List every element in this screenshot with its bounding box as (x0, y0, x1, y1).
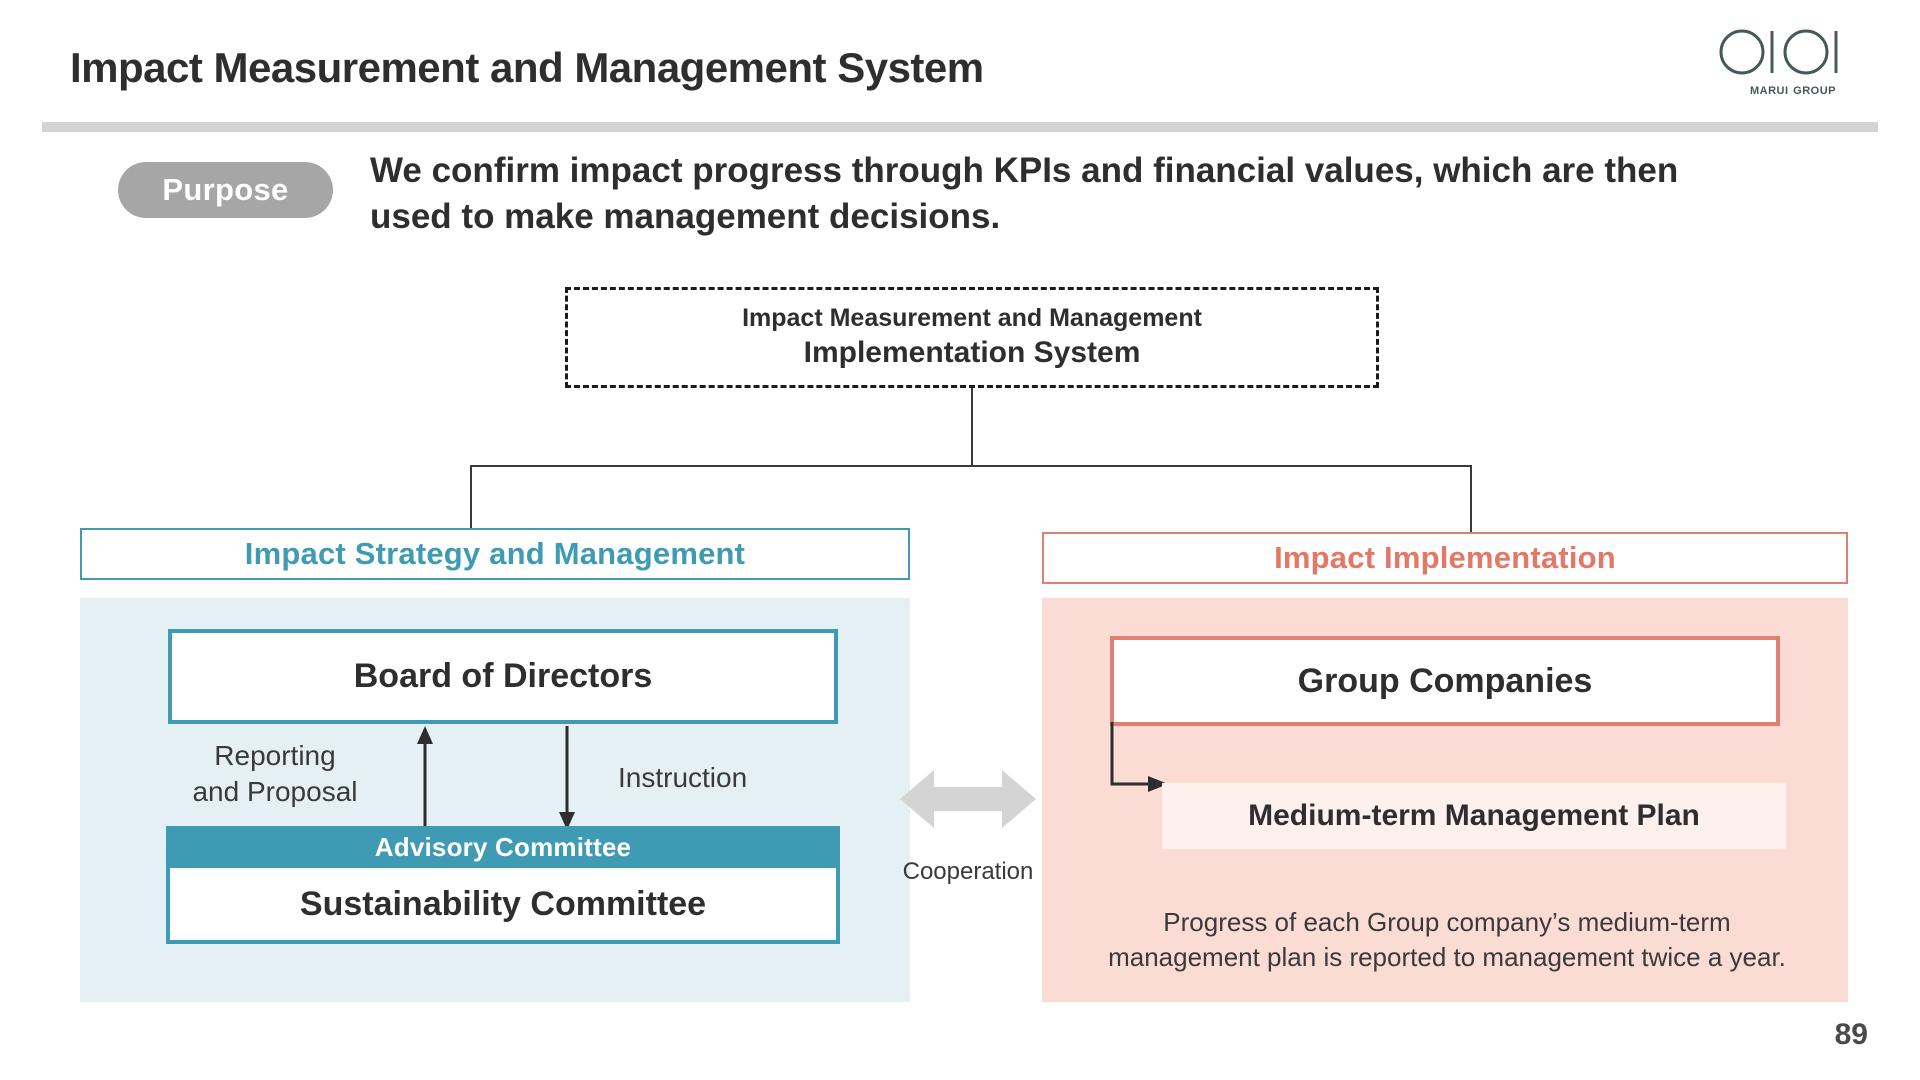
connector-stem (971, 388, 973, 466)
group-companies-box: Group Companies (1110, 636, 1780, 726)
board-of-directors-box: Board of Directors (168, 629, 838, 724)
marui-group-logo: Marui Group (1718, 26, 1868, 98)
cooperation-double-arrow-icon (900, 766, 1036, 832)
connector-drop-right (1470, 465, 1472, 537)
connector-crossbar (470, 465, 1472, 467)
logo-wordmark: Marui Group (1749, 81, 1837, 98)
purpose-statement: We confirm impact progress through KPIs … (370, 151, 1679, 237)
purpose-badge: Purpose (118, 162, 333, 218)
header-divider (42, 122, 1878, 132)
advisory-committee-bar: Advisory Committee (166, 826, 840, 868)
page-title: Impact Measurement and Management System (70, 44, 984, 91)
oioi-logo-icon (1718, 26, 1868, 78)
reporting-label-line2: and Proposal (192, 775, 358, 807)
reporting-label-line1: Reporting (214, 740, 336, 771)
implementation-system-subtitle: Impact Measurement and Management (742, 304, 1202, 333)
arrow-up-icon (410, 726, 440, 830)
implementation-system-box: Impact Measurement and Management Implem… (565, 287, 1379, 388)
cooperation-label: Cooperation (902, 858, 1034, 885)
column-header-impact-strategy: Impact Strategy and Management (80, 528, 910, 580)
instruction-label: Instruction (618, 762, 748, 793)
arrow-down-icon (552, 726, 582, 830)
implementation-system-title: Implementation System (803, 336, 1141, 370)
plan-note-line1: Progress of each Group company’s medium-… (1163, 907, 1731, 937)
medium-term-management-plan-box: Medium-term Management Plan (1162, 783, 1786, 849)
plan-note-line2: management plan is reported to managemen… (1108, 941, 1786, 972)
page-number: 89 (1834, 1018, 1868, 1051)
reporting-and-proposal-label: Reporting and Proposal (170, 738, 380, 810)
column-header-impact-implementation: Impact Implementation (1042, 532, 1848, 584)
elbow-arrow-icon (1100, 722, 1170, 810)
sustainability-committee-box: Sustainability Committee (166, 868, 840, 944)
connector-drop-left (470, 465, 472, 537)
medium-term-plan-note: Progress of each Group company’s medium-… (1062, 905, 1832, 975)
